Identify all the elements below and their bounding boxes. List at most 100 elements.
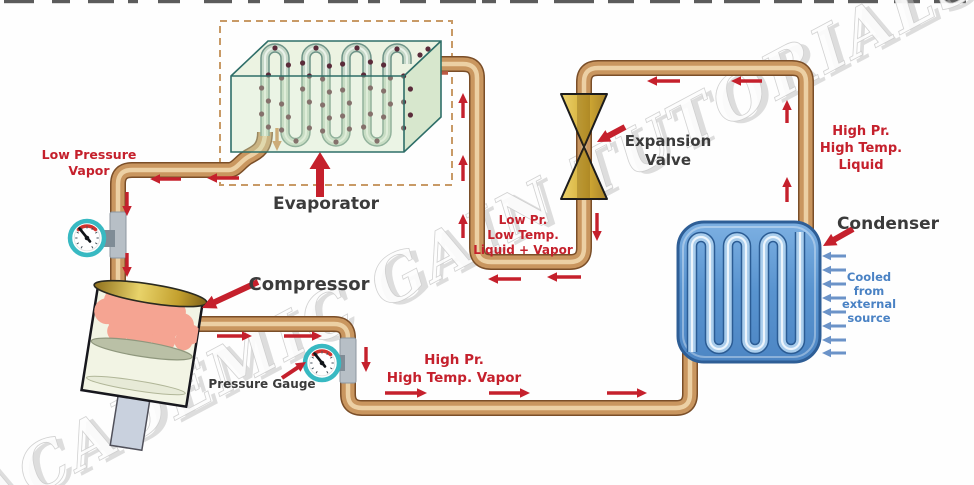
top-crop-mark [88,0,114,4]
top-crop-mark [440,0,476,4]
flow-arrow [607,388,647,398]
refrigerant-dot [354,45,360,51]
refrigerant-dot [340,61,346,67]
top-crop-mark [204,0,232,4]
evaporator-front-face [231,76,404,152]
refrigerant-dot [340,87,346,93]
top-crop-mark [608,0,634,4]
refrigerant-dot [279,127,285,133]
high-pr-liquid-line1: High Pr. [832,124,889,139]
top-crop-mark [158,0,180,4]
top-crop-mark [554,0,594,4]
refrigerant-dot [272,45,278,51]
top-crop-mark [328,0,358,4]
refrigerant-dot [320,76,326,82]
top-crop-mark [482,0,496,4]
refrigerant-dot [259,85,265,91]
pressure-gauge-pointer-arrow [280,362,306,380]
diagram-labels: Evaporator Compressor Condenser Expansio… [42,124,940,391]
label-pointer-arrows [202,124,855,380]
low-pr-mix-line1: Low Pr. [499,213,548,227]
evaporator-coil [259,42,431,148]
expansion-valve-label-line1: Expansion [625,132,712,150]
refrigerant-dot [367,111,373,117]
flow-arrow [217,331,252,341]
cooled-label-line3: external [842,297,896,311]
cooling-air-arrows [822,251,846,358]
pipe-valve-to-evaporator [408,56,592,270]
flow-arrow [150,174,181,184]
refrigerant-dot [425,46,431,52]
refrigerant-dot [361,124,367,130]
cooling-arrow [822,321,846,331]
condenser-coil [686,231,806,355]
refrigerant-dot [300,60,306,66]
refrigerant-dot [367,59,373,65]
cooled-label-line4: source [847,311,890,325]
refrigerant-dot [407,86,413,92]
evaporator-dashed-boundary [219,20,453,186]
refrigerant-dot [407,112,413,118]
evaporator-flow-arrow [309,152,331,197]
top-crop-mark [694,0,712,4]
condenser [676,220,822,364]
low-pressure-vapor-line2: Vapor [68,163,110,178]
refrigerant-dot [285,62,291,68]
flow-arrow [647,76,680,86]
pipe-condenser-to-valve [576,60,814,238]
pressure-gauges [67,218,342,383]
refrigerant-dot [346,126,352,132]
refrigerant-dot [367,85,373,91]
refrigerant-dot [285,114,291,120]
cooling-arrow [822,265,846,275]
top-cropped-text-marks [4,0,966,4]
cooling-arrow [822,279,846,289]
refrigerant-dot [326,63,332,69]
compressor-base-band [86,375,186,396]
flow-arrow [122,192,132,216]
low-pressure-vapor-line1: Low Pressure [42,147,137,162]
refrigerant-dot [306,125,312,131]
high-pr-vapor-line2: High Temp. Vapor [387,370,522,386]
refrigerant-dot [306,99,312,105]
evaporator [230,40,442,153]
refrigerant-dot [326,115,332,121]
flow-arrow [782,177,792,202]
pipe-evaporator-to-compressor [110,131,273,298]
cooling-arrow [822,348,846,358]
refrigerant-dot [265,124,271,130]
evaporator-box-edges [230,40,442,153]
refrigerant-dot [346,100,352,106]
flow-arrow [272,128,282,151]
pressure-gauge-right [302,343,342,383]
top-crop-mark [510,0,538,4]
refrigerant-dot [340,113,346,119]
top-crop-mark [52,0,70,4]
flow-arrow [458,93,468,118]
flow-direction-arrows [122,68,792,398]
refrigerant-dot [320,128,326,134]
expansion-valve-label-line2: Valve [645,151,691,169]
high-pr-liquid-line3: Liquid [838,158,883,173]
cooling-arrow [822,307,846,317]
refrigerant-dot [300,86,306,92]
top-crop-mark [894,0,920,4]
high-pr-liquid-line2: High Temp. [820,141,902,156]
top-crop-mark [284,0,304,4]
expansion-valve-bottom-cone [560,146,608,200]
evaporator-right-face [404,41,441,152]
top-crop-mark [4,0,34,4]
flow-arrow [385,388,427,398]
flow-arrow [207,173,239,183]
flow-arrow [782,100,792,123]
compressor-pointer-arrow [202,279,260,309]
condenser-pointer-arrow [823,226,855,246]
flow-arrow [489,388,530,398]
flow-arrow [361,347,371,372]
low-pr-mix-line2: Low Temp. [487,228,559,242]
flow-arrow [592,213,602,241]
refrigerant-dot [394,46,400,52]
high-pr-vapor-line1: High Pr. [424,352,484,368]
refrigerant-dot [381,88,387,94]
